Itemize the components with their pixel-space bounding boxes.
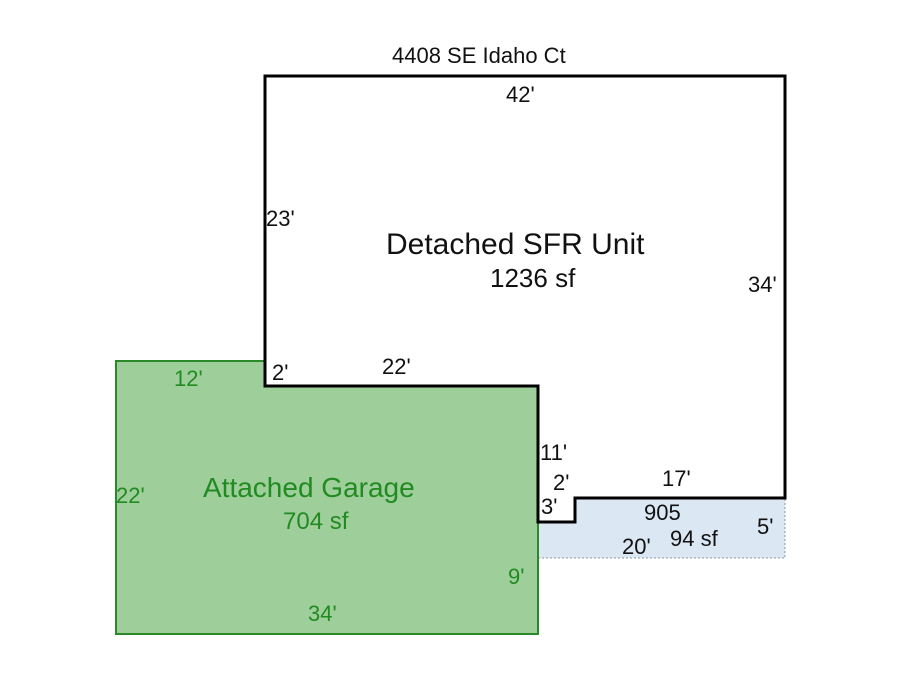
house-outline: [263, 74, 787, 524]
house-dim-top: 42': [506, 82, 535, 107]
house-dim-right: 34': [748, 272, 777, 297]
house-dim-step-jog: 2': [553, 470, 570, 495]
house-dim-left-jog: 2': [272, 360, 289, 385]
house-area: 1236 sf: [490, 263, 576, 293]
patio-dim-right: 5': [757, 514, 774, 539]
house-name: Detached SFR Unit: [386, 228, 645, 261]
garage-dim-top: 12': [174, 366, 203, 391]
garage-dim-left: 22': [116, 483, 145, 508]
house-dim-step-notch: 3': [541, 494, 558, 519]
garage-area-label: 704 sf: [283, 508, 349, 535]
house-dim-bottom: 17': [662, 466, 691, 491]
house-dim-left: 23': [266, 206, 295, 231]
address-label: 4408 SE Idaho Ct: [392, 43, 566, 68]
patio-dim-bottom: 20': [622, 534, 651, 559]
house-dim-step-vertical: 11': [540, 440, 568, 465]
garage-dim-right: 9': [508, 564, 525, 589]
patio-area-label: 94 sf: [670, 526, 718, 551]
patio-name: 905: [644, 500, 681, 525]
house-dim-inner: 22': [382, 354, 411, 379]
garage-dim-bottom: 34': [308, 601, 337, 626]
garage-name: Attached Garage: [203, 472, 415, 503]
